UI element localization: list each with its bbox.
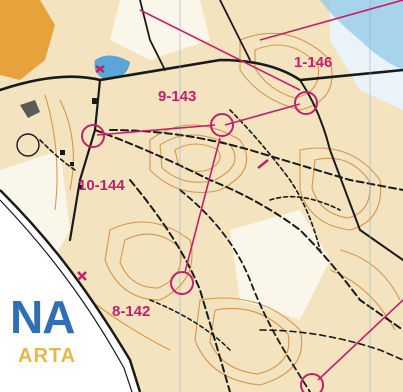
brand-text-small: ARTA xyxy=(18,345,76,367)
control-label-1-146: 1-146 xyxy=(294,54,332,71)
control-circles xyxy=(16,91,324,392)
feature-circle xyxy=(16,133,40,157)
control-label-10-144: 10-144 xyxy=(78,177,125,194)
control-label-8-142: 8-142 xyxy=(112,303,150,320)
control-circle-10-144[interactable] xyxy=(81,124,105,148)
control-circle-9-143[interactable] xyxy=(210,113,234,137)
map-features xyxy=(60,65,269,281)
shoreline xyxy=(0,189,142,392)
north-lines xyxy=(179,0,371,392)
course-legs xyxy=(96,0,403,381)
control-circle-8-142[interactable] xyxy=(170,271,194,295)
brand-text-large: NA xyxy=(10,291,74,343)
control-label-9-143: 9-143 xyxy=(158,88,196,105)
open-ground xyxy=(0,0,55,118)
control-circle-1-146[interactable] xyxy=(294,91,318,115)
control-circle-bottom[interactable] xyxy=(300,373,324,392)
